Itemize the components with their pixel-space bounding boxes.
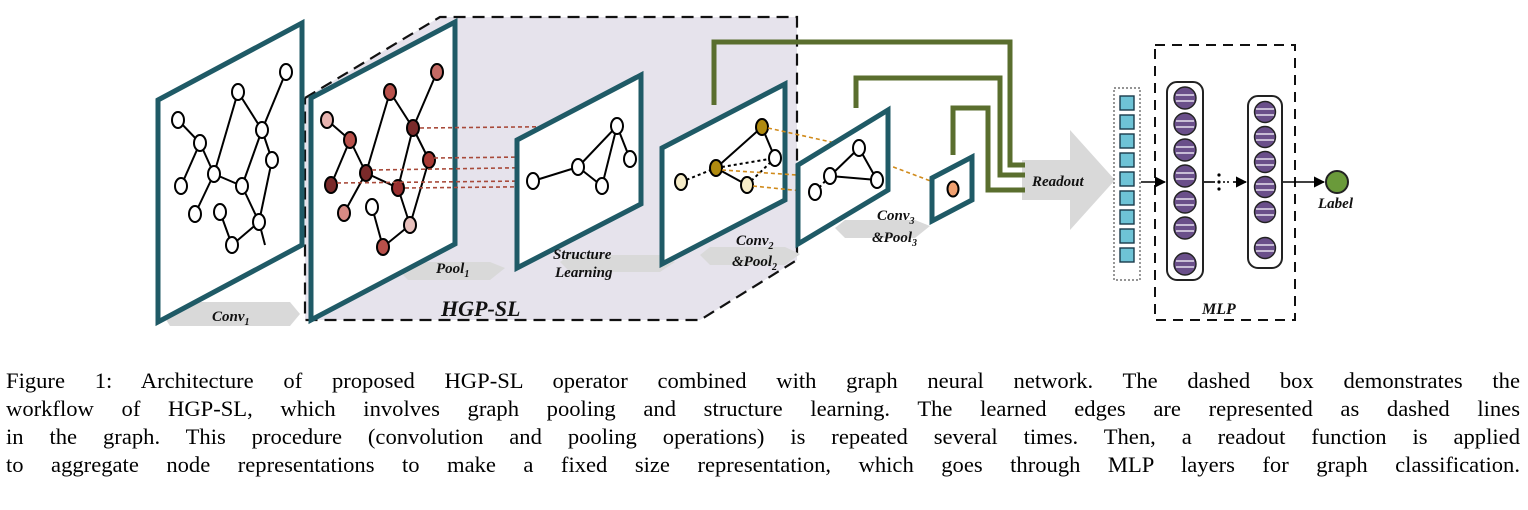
caption-line: workflow of HGP-SL, which involves graph… [6,396,1520,421]
panel-pooled-node [929,152,975,226]
pool1-label: Pool1 [436,261,469,280]
mlp-layer-2 [1247,95,1283,269]
panel-pooling-graph [308,17,458,325]
conv1-label: Conv1 [212,309,250,328]
pool3-label: &Pool3 [872,230,917,249]
structure-learning-label-2: Learning [554,265,613,281]
readout-label: Readout [1031,174,1085,190]
panel-conv3-graph [795,105,891,249]
mlp-layer-1 [1166,81,1204,281]
pool2-label: &Pool2 [732,254,777,273]
figure-caption: Figure 1: Architecture of proposed HGP-S… [6,367,1520,479]
caption-line: to aggregate node representations to mak… [6,452,1520,477]
architecture-diagram: Conv1 Pool1 Structure Learning HGP-SL Co… [155,15,1354,328]
label-text: Label [1317,196,1354,212]
flow-arrows [160,130,1115,326]
label-node [1325,170,1349,194]
ellipsis-dots [1217,173,1221,191]
conv2-label: Conv2 [736,233,774,252]
readout-connectors [711,39,1025,193]
panel-input-graph [155,18,305,327]
structure-learning-label-1: Structure [553,247,612,263]
conv3-label: Conv3 [877,208,915,227]
readout-vector [1113,87,1141,281]
panel-structure-learning [514,70,644,273]
caption-line: Figure 1: Architecture of proposed HGP-S… [6,368,1520,393]
panel-conv2-graph [659,79,788,269]
hgp-sl-label: HGP-SL [440,296,520,321]
mlp-label: MLP [1201,301,1236,318]
caption-line: in the graph. This procedure (convolutio… [6,424,1520,449]
